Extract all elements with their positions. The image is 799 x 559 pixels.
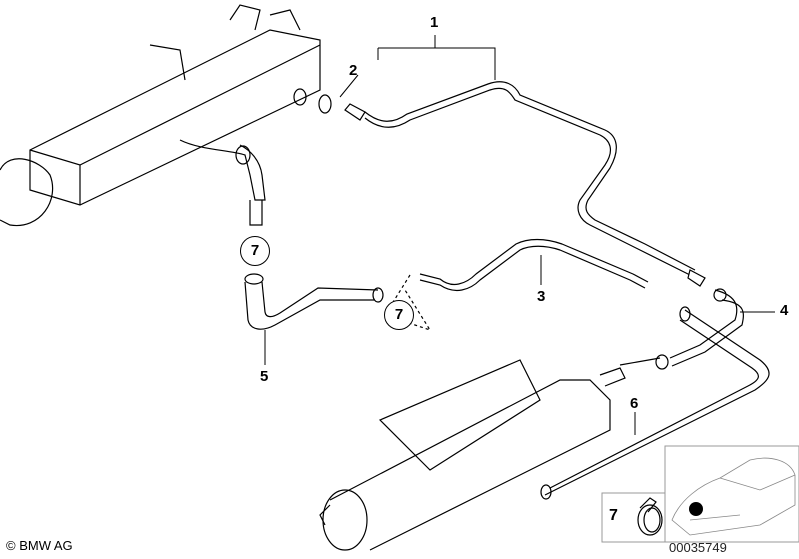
callout-5: 5 — [260, 368, 269, 385]
fuel-line-4-6 — [540, 288, 770, 500]
copyright: © BMW AG — [6, 538, 73, 553]
callout-4: 4 — [780, 302, 789, 319]
hose-5 — [244, 273, 384, 330]
inset-frames — [601, 445, 799, 543]
fuel-line-3 — [384, 238, 649, 332]
callout-7-circled: 7 — [384, 300, 414, 330]
callout-2: 2 — [349, 62, 358, 79]
callout-7-inset: 7 — [609, 507, 618, 524]
location-dot — [689, 502, 703, 516]
fuel-rail — [0, 4, 321, 227]
leader-lines — [264, 35, 775, 435]
part-number: 00035749 — [669, 540, 727, 555]
fuel-line-1 — [318, 81, 706, 287]
callout-6: 6 — [630, 395, 639, 412]
fuel-filter — [319, 357, 661, 551]
callout-7-circled: 7 — [240, 236, 270, 266]
callout-3: 3 — [537, 288, 546, 305]
hose-clamp-icon — [637, 497, 663, 536]
car-thumbnail — [671, 457, 796, 536]
callout-1: 1 — [430, 14, 439, 31]
